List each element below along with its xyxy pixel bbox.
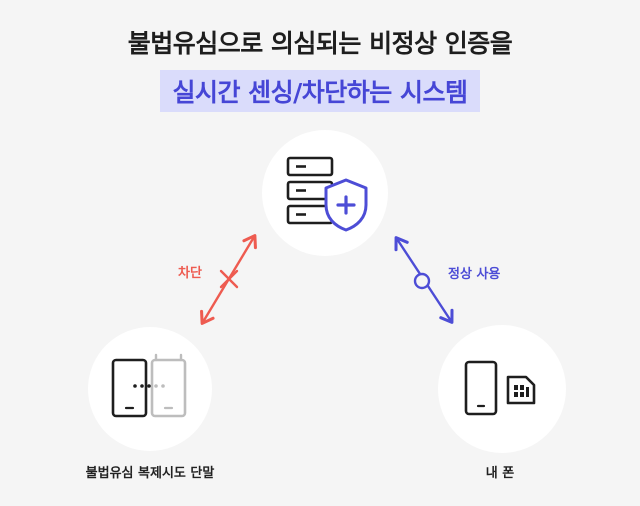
duplicate-phones-icon	[111, 353, 187, 418]
server-node	[262, 130, 388, 256]
headline-line-1: 불법유심으로 의심되는 비정상 인증을	[127, 29, 513, 58]
block-x-icon	[219, 269, 239, 289]
normal-use-label: 정상 사용	[448, 267, 501, 282]
my-phone-node	[438, 325, 566, 453]
duplicate-device-label: 불법유심 복제시도 단말	[85, 466, 215, 481]
server-shield-icon	[286, 156, 368, 232]
duplicate-device-node	[88, 327, 212, 451]
blocked-label: 차단	[178, 266, 202, 281]
phone-sim-icon	[464, 360, 536, 416]
my-phone-label: 내 폰	[485, 466, 515, 481]
headline-line-2-highlighted: 실시간 센싱/차단하는 시스템	[160, 70, 480, 112]
allow-o-icon	[413, 272, 431, 290]
